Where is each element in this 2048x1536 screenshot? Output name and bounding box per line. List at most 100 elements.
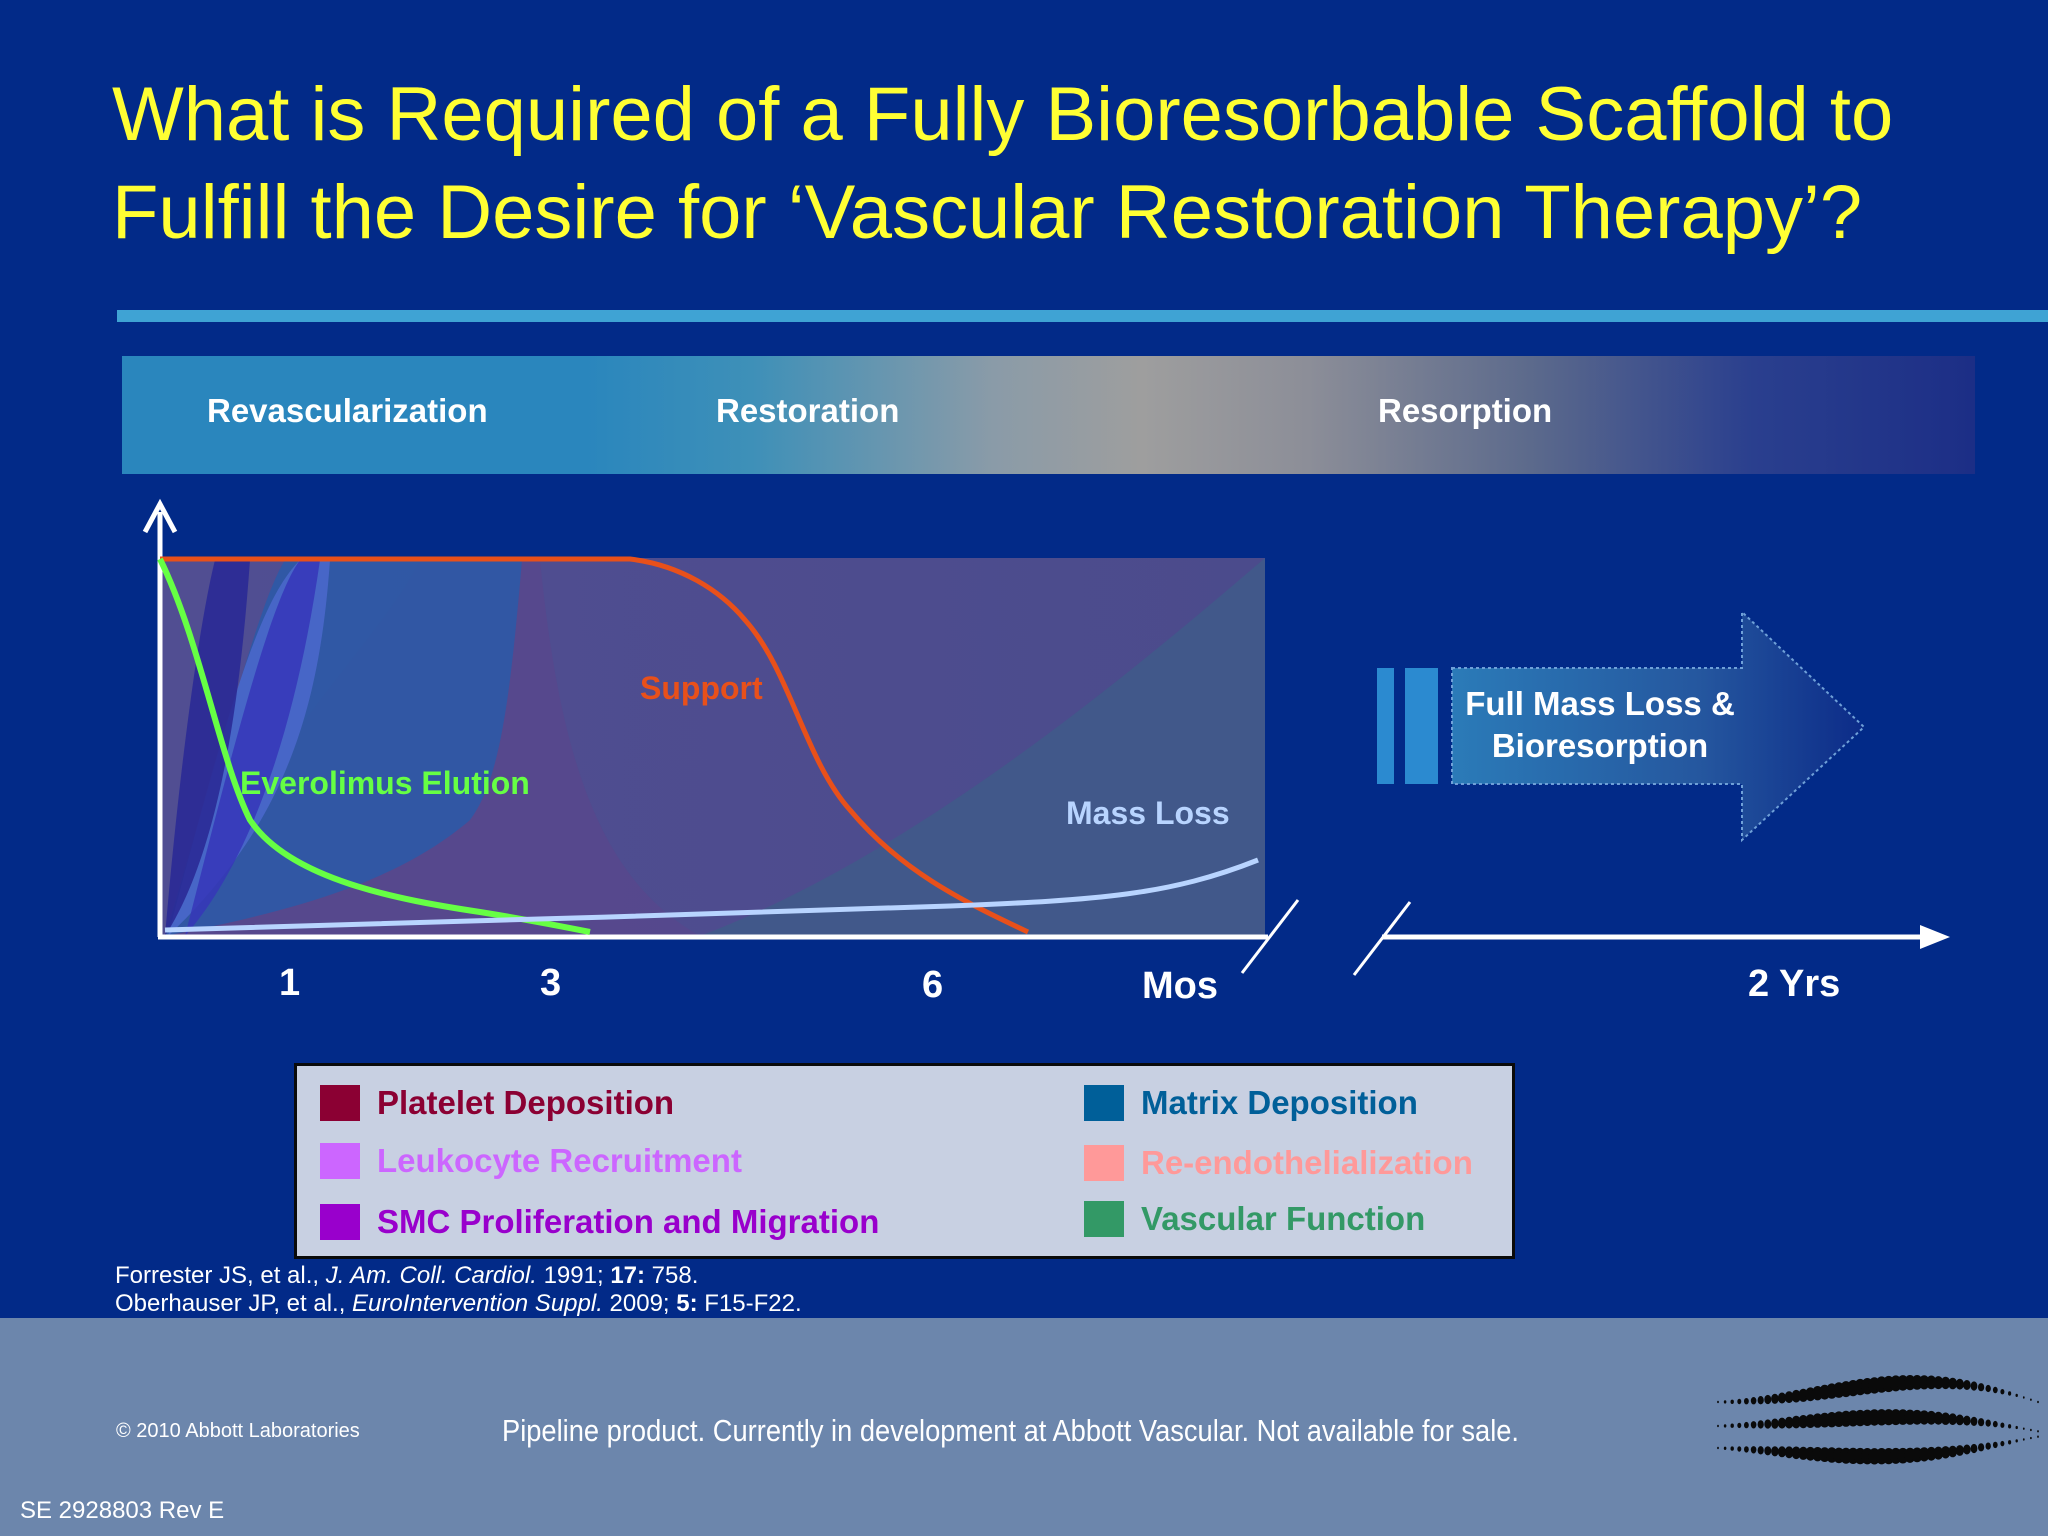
logo-dot — [1978, 1383, 1985, 1392]
logo-dot — [2008, 1424, 2012, 1429]
healing-timeline-diagram — [142, 498, 1950, 976]
legend-item-leukocyte: Leukocyte Recruitment — [320, 1142, 742, 1180]
phase-band — [122, 356, 1975, 474]
area-vascular-function — [700, 558, 1265, 936]
dotted-wave-logo — [1717, 1375, 2039, 1465]
logo-dot — [1771, 1446, 1779, 1457]
logo-dot — [1933, 1411, 1944, 1425]
logo-dot — [1791, 1389, 1801, 1403]
slide-title: What is Required of a Fully Bioresorbabl… — [112, 66, 1972, 262]
logo-dot — [1985, 1442, 1991, 1450]
logo-dot — [1940, 1446, 1951, 1459]
tick-1: 1 — [279, 962, 301, 1004]
logo-dot — [1730, 1446, 1734, 1451]
logo-dot — [2008, 1391, 2012, 1396]
legend-item-matrix: Matrix Deposition — [1084, 1084, 1418, 1122]
logo-dot — [1744, 1398, 1749, 1405]
tick-6: 6 — [922, 964, 944, 1006]
ref1-pages: 758. — [645, 1262, 699, 1289]
logo-dot — [2000, 1440, 2005, 1447]
legend-swatch — [1084, 1145, 1124, 1181]
everolimus-label: Everolimus Elution — [240, 765, 530, 801]
tick-mos: Mos — [1142, 965, 1218, 1007]
logo-dot — [2000, 1422, 2005, 1428]
logo-dot — [1723, 1446, 1727, 1450]
logo-dot — [1750, 1397, 1757, 1405]
logo-dot — [1978, 1443, 1985, 1452]
logo-dot — [1784, 1391, 1794, 1403]
legend-swatch — [1084, 1085, 1124, 1121]
y-axis-arrowhead — [142, 498, 178, 534]
logo-dot — [1963, 1380, 1971, 1390]
logo-dot — [1948, 1377, 1958, 1390]
logo-dot — [1744, 1446, 1749, 1453]
logo-dot — [1948, 1445, 1958, 1458]
logo-dot — [2015, 1439, 2018, 1443]
logo-dot — [1771, 1393, 1779, 1404]
logo-dot — [1737, 1446, 1742, 1452]
copyright: © 2010 Abbott Laboratories — [116, 1420, 360, 1442]
logo-dot — [1926, 1410, 1937, 1425]
footer-band — [0, 1318, 2048, 1536]
logo-dot — [1737, 1422, 1742, 1429]
logo-dot — [1940, 1412, 1951, 1425]
logo-dot — [1978, 1418, 1985, 1427]
logo-dot — [2008, 1440, 2012, 1445]
legend-swatch — [320, 1143, 360, 1179]
logo-dot — [1777, 1417, 1787, 1429]
logo-dot — [1730, 1399, 1734, 1404]
logo-dot — [1992, 1420, 1998, 1428]
logo-dot — [1723, 1424, 1727, 1428]
legend-label: Re-endothelialization — [1141, 1144, 1473, 1181]
mass-loss-curve — [164, 857, 1259, 933]
legend-item-vascular-function: Vascular Function — [1084, 1200, 1425, 1238]
tick-3: 3 — [540, 962, 562, 1004]
logo-dot — [2030, 1428, 2032, 1432]
phase-label-resorption: Resorption — [1378, 392, 1553, 429]
legend-label: SMC Proliferation and Migration — [377, 1203, 880, 1240]
logo-dot — [2037, 1435, 2039, 1438]
legend-item-reendothelialization: Re-endothelialization — [1084, 1144, 1473, 1182]
logo-dot — [1933, 1446, 1944, 1460]
legend-label: Vascular Function — [1141, 1200, 1426, 1237]
logo-dot — [1764, 1446, 1772, 1456]
logo-dot — [2022, 1396, 2025, 1399]
area-smc-peak — [185, 560, 320, 936]
legend-item-platelet: Platelet Deposition — [320, 1084, 674, 1122]
logo-dot — [1926, 1375, 1937, 1390]
phase-label-restoration: Restoration — [716, 392, 900, 429]
logo-dot — [1985, 1384, 1991, 1393]
full-mass-loss-text: Full Mass Loss & Bioresorption — [1440, 683, 1760, 767]
logo-dot — [1926, 1446, 1937, 1461]
logo-dot — [1764, 1394, 1772, 1405]
logo-dot — [2022, 1438, 2025, 1441]
ref2-journal: EuroIntervention Suppl. — [352, 1290, 603, 1317]
logo-dot — [1723, 1400, 1727, 1404]
logo-dot — [2015, 1425, 2018, 1430]
logo-dot — [1777, 1446, 1787, 1458]
logo-dot — [1750, 1446, 1757, 1454]
document-id: SE 2928803 Rev E — [20, 1497, 225, 1524]
legend: Platelet Deposition Leukocyte Recruitmen… — [294, 1063, 1515, 1259]
tick-2-yrs: 2 Yrs — [1748, 963, 1841, 1005]
reference-2: Oberhauser JP, et al., EuroIntervention … — [115, 1290, 802, 1318]
logo-dot — [1784, 1446, 1794, 1459]
logo-dot — [1963, 1415, 1971, 1426]
logo-dot — [1791, 1446, 1801, 1460]
legend-label: Matrix Deposition — [1141, 1084, 1418, 1121]
ref2-year: 2009; — [602, 1290, 677, 1317]
logo-dot — [1948, 1413, 1958, 1425]
logo-dot — [1970, 1381, 1978, 1391]
ref1-authors: Forrester JS, et al., — [115, 1262, 326, 1289]
phase-label-revascularization: Revascularization — [207, 392, 488, 429]
slide-title-line1: What is Required of a Fully Bioresorbabl… — [112, 72, 1894, 157]
logo-dot — [2022, 1427, 2025, 1430]
support-curve — [160, 556, 1030, 935]
logo-dot — [2015, 1393, 2018, 1397]
mass-loss-label: Mass Loss — [1066, 795, 1230, 831]
logo-dot — [1750, 1421, 1757, 1429]
logo-dot — [1737, 1398, 1742, 1405]
support-label: Support — [640, 670, 763, 706]
logo-dot — [1992, 1441, 1998, 1449]
logo-dot — [1717, 1424, 1719, 1428]
